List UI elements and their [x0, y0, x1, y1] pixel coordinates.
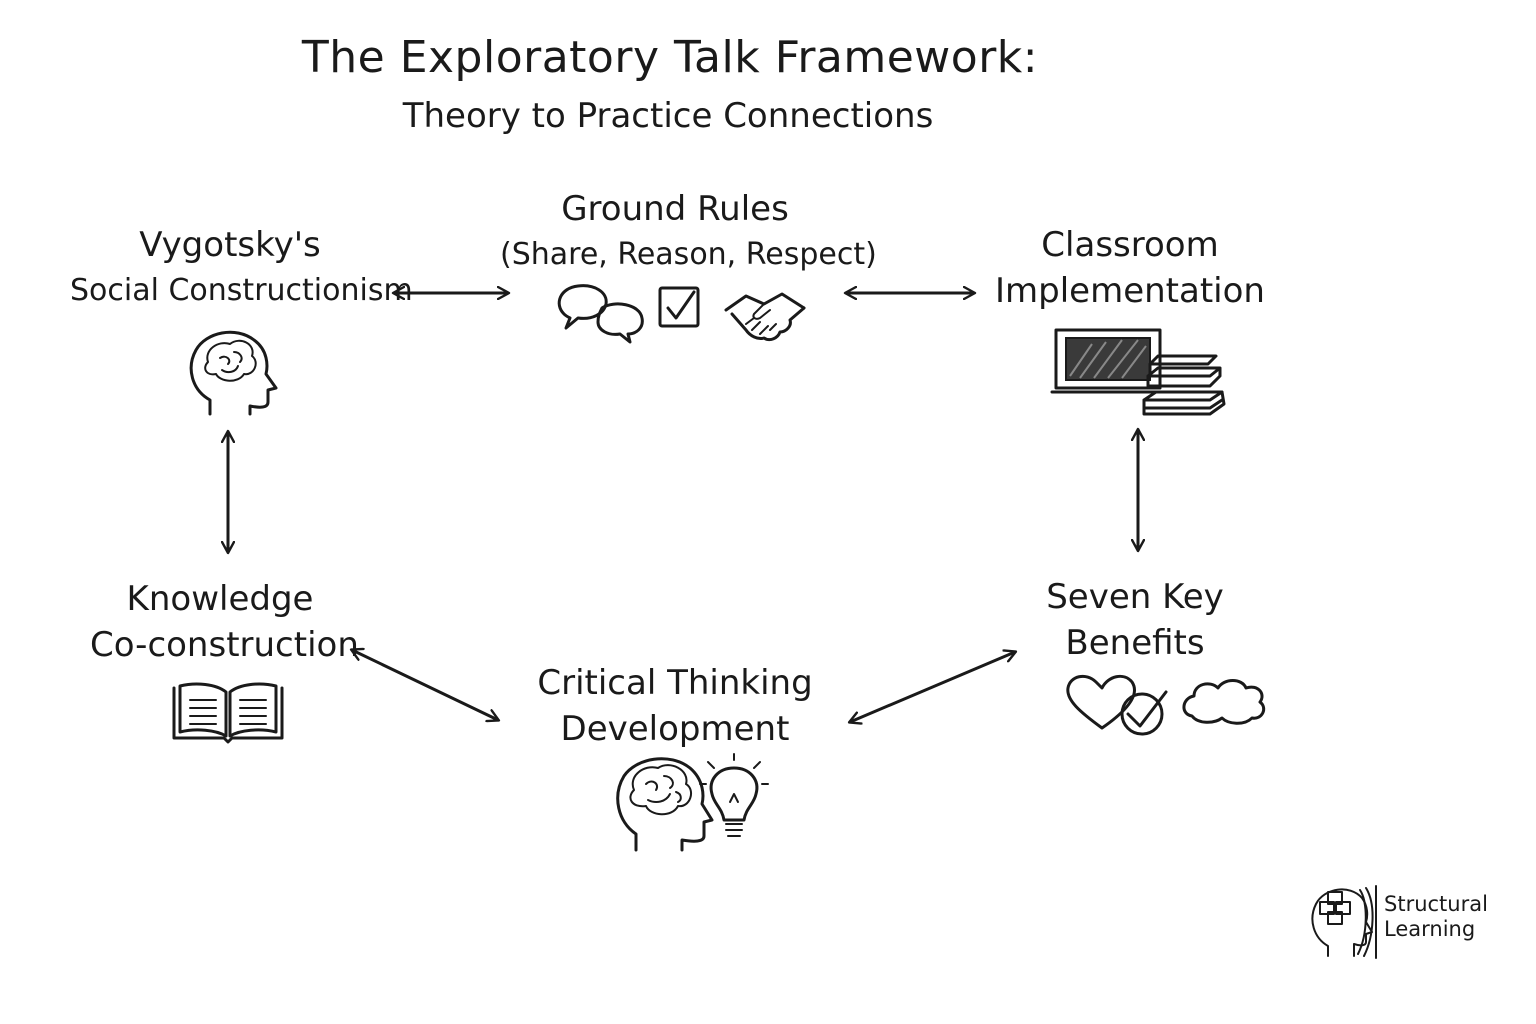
- node-benefits-line1: Seven Key: [1046, 577, 1224, 617]
- speech-bubbles-icon: [557, 284, 644, 344]
- cloud-icon: [1182, 679, 1266, 725]
- node-classroom-label: Classroom Implementation: [990, 222, 1270, 314]
- node-vygotsky-line2: Social Constructionism: [70, 273, 413, 308]
- diagram-subtitle: Theory to Practice Connections: [402, 96, 934, 136]
- node-vygotsky-line1: Vygotsky's: [139, 225, 321, 265]
- node-ground-rules-line2: (Share, Reason, Respect): [500, 237, 877, 272]
- critical-brain-head-icon: [616, 757, 714, 852]
- node-knowledge-line2: Co-construction: [90, 625, 359, 665]
- chalkboard-books-icon: [1050, 328, 1226, 416]
- node-critical-line1: Critical Thinking: [537, 663, 813, 703]
- logo-line1: Structural: [1384, 892, 1488, 916]
- node-benefits-line2: Benefits: [1065, 623, 1205, 663]
- diagram-title: The Exploratory Talk Framework:: [301, 32, 1039, 83]
- node-critical-label: Critical Thinking Development: [520, 660, 830, 752]
- node-knowledge-line1: Knowledge: [126, 579, 314, 619]
- lightbulb-icon: [699, 753, 769, 837]
- arrow-critical-benefits: [850, 652, 1015, 722]
- logo-line2: Learning: [1384, 917, 1476, 941]
- node-benefits-label: Seven Key Benefits: [1020, 574, 1250, 666]
- structural-learning-logo-text: Structural Learning: [1384, 892, 1488, 942]
- node-vygotsky-label: Vygotsky's Social Constructionism: [70, 222, 413, 314]
- node-ground-rules-label: Ground Rules (Share, Reason, Respect): [500, 186, 877, 278]
- handshake-icon: [724, 292, 806, 342]
- structural-learning-logo-icon: [1311, 885, 1377, 959]
- check-circle-icon: [1120, 690, 1168, 736]
- vygotsky-brain-head-icon: [189, 330, 278, 416]
- node-critical-line2: Development: [560, 709, 790, 749]
- open-book-icon: [172, 682, 284, 744]
- checkbox-icon: [658, 286, 700, 328]
- node-classroom-line2: Implementation: [995, 271, 1265, 311]
- node-classroom-line1: Classroom: [1041, 225, 1219, 265]
- arrow-knowledge-critical: [352, 650, 498, 720]
- node-knowledge-label: Knowledge Co-construction: [90, 576, 359, 668]
- node-ground-rules-line1: Ground Rules: [561, 189, 789, 229]
